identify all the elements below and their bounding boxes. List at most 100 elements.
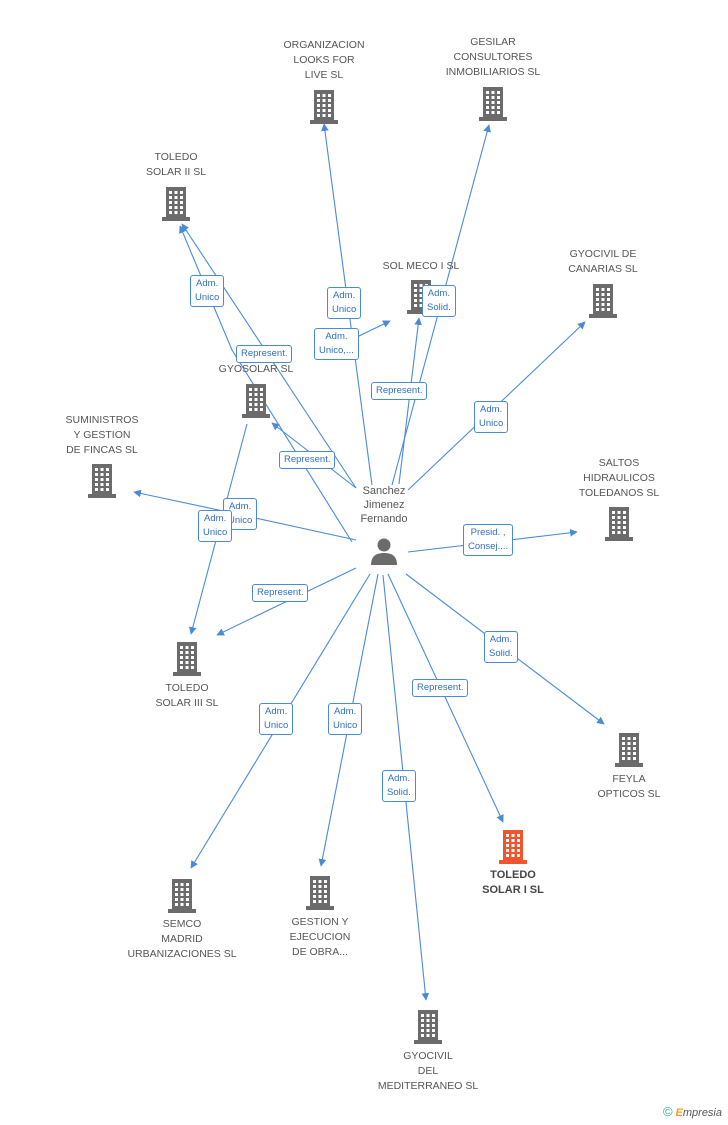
relation-label-feyla[interactable]: Adm.Solid. xyxy=(484,631,518,663)
relation-label-solmeco-adm[interactable]: Adm. Unico,... xyxy=(314,328,359,360)
company-name[interactable]: GYOSOLAR SL xyxy=(219,362,294,377)
company-name-line: GESTION Y xyxy=(291,916,349,928)
building-icon[interactable] xyxy=(85,462,119,498)
relation-label-line: Adm. xyxy=(229,501,252,512)
brand-name: mpresia xyxy=(682,1107,722,1119)
building-icon[interactable] xyxy=(496,828,530,864)
company-name-line: SUMINISTROS xyxy=(65,414,139,426)
company-name-line: CONSULTORES xyxy=(453,51,533,63)
company-name-line: FEYLA xyxy=(612,773,646,785)
company-name-line: TOLEDO xyxy=(490,869,536,881)
person-name-line: Sanchez xyxy=(362,485,406,497)
relation-label-line: Adm. xyxy=(265,706,288,717)
relation-label-line: Unico,... xyxy=(319,345,354,356)
company-name-line: URBANIZACIONES SL xyxy=(127,948,237,960)
company-name-line: LOOKS FOR xyxy=(293,54,355,66)
company-name-line: DE FINCAS SL xyxy=(66,444,138,456)
person-icon[interactable] xyxy=(367,535,401,571)
company-name-line: MEDITERRANEO SL xyxy=(377,1080,479,1092)
company-name-line: GYOSOLAR SL xyxy=(218,363,294,375)
building-icon[interactable] xyxy=(411,1008,445,1044)
relation-label-toledo3-adm[interactable]: Adm. Unico xyxy=(198,510,233,542)
relation-label-line: Adm. xyxy=(427,288,450,299)
relation-label-solmeco-rep[interactable]: Represent. xyxy=(371,382,428,400)
relation-label-line: Adm. xyxy=(480,404,503,415)
relation-label-line: Adm. xyxy=(333,290,356,301)
company-name-line: TOLEDO xyxy=(154,151,198,163)
company-name-line: HIDRAULICOS xyxy=(583,472,655,484)
relation-label-toledo3-rep[interactable]: Represent. xyxy=(252,584,309,602)
company-name[interactable]: SUMINISTROS Y GESTION DE FINCAS SL xyxy=(66,413,139,458)
building-icon[interactable] xyxy=(159,185,193,221)
relation-label-gestion[interactable]: Adm.Unico xyxy=(328,703,363,735)
relation-label-line: Represent. xyxy=(376,385,423,396)
building-icon[interactable] xyxy=(612,731,646,767)
company-name-line: OPTICOS SL xyxy=(597,788,661,800)
company-name[interactable]: GESILAR CONSULTORES INMOBILIARIOS SL xyxy=(446,35,541,80)
relation-label-toledo2-adm[interactable]: Adm.Unico xyxy=(190,275,225,307)
relation-label-org[interactable]: Adm.Unico xyxy=(327,287,362,319)
company-name-line: Y GESTION xyxy=(73,429,131,441)
relation-label-toledo1[interactable]: Represent. xyxy=(412,679,469,697)
empresia-watermark: ©Empresia xyxy=(663,1104,722,1119)
building-icon[interactable] xyxy=(602,505,636,541)
relation-label-line: Represent. xyxy=(257,587,304,598)
relation-label-line: Unico xyxy=(203,527,228,538)
company-name[interactable]: FEYLA OPTICOS SL xyxy=(597,772,660,802)
relation-label-line: Unico xyxy=(195,292,220,303)
company-name-line: DE OBRA... xyxy=(291,946,348,958)
relation-label-line: Adm. xyxy=(325,331,348,342)
relation-label-line: Unico xyxy=(333,720,358,731)
relation-label-canarias[interactable]: Adm.Unico xyxy=(474,401,509,433)
edge-to-toledo-ii xyxy=(179,225,353,543)
relation-label-gyomed[interactable]: Adm.Solid. xyxy=(382,770,416,802)
company-name[interactable]: GESTION Y EJECUCION DE OBRA... xyxy=(290,915,351,960)
relation-label-line: Adm. xyxy=(387,773,410,784)
company-name-line: TOLEDO xyxy=(165,682,209,694)
company-name-line: CANARIAS SL xyxy=(568,263,638,275)
company-name-line: SOLAR III SL xyxy=(155,697,219,709)
building-icon[interactable] xyxy=(239,382,273,418)
building-icon[interactable] xyxy=(586,282,620,318)
relation-label-line: Consej.... xyxy=(468,541,509,552)
person-name-line: Fernando xyxy=(360,513,408,525)
company-name[interactable]: SOL MECO I SL xyxy=(383,259,460,274)
company-name-line: ORGANIZACION xyxy=(283,39,365,51)
company-name-line: INMOBILIARIOS SL xyxy=(445,66,541,78)
company-name-line: SOL MECO I SL xyxy=(382,260,460,272)
company-name-line: GESILAR xyxy=(470,36,516,48)
copyright-symbol: © xyxy=(662,1104,673,1119)
edge-to-toledo-i xyxy=(387,573,504,823)
building-icon[interactable] xyxy=(165,877,199,913)
relation-label-line: Unico xyxy=(264,720,289,731)
building-icon[interactable] xyxy=(476,85,510,121)
relation-label-line: Presid. , xyxy=(470,527,506,538)
company-name-line: LIVE SL xyxy=(304,69,344,81)
company-name-line: EJECUCION xyxy=(289,931,351,943)
company-name-line: SEMCO xyxy=(162,918,202,930)
company-name[interactable]: ORGANIZACION LOOKS FOR LIVE SL xyxy=(283,38,364,83)
relation-label-line: Solid. xyxy=(427,302,451,313)
relation-label-toledo2-rep[interactable]: Represent. xyxy=(236,345,293,363)
relation-label-gyosolar[interactable]: Represent. xyxy=(279,451,336,469)
company-name[interactable]: TOLEDO SOLAR III SL xyxy=(155,681,218,711)
edge-to-sol-meco xyxy=(398,317,422,485)
building-icon[interactable] xyxy=(170,640,204,676)
relation-label-saltos[interactable]: Presid. , Consej.... xyxy=(463,524,514,556)
relation-label-gesilar[interactable]: Adm. Solid. xyxy=(422,285,456,317)
building-icon[interactable] xyxy=(303,874,337,910)
company-name-line: GYOCIVIL xyxy=(403,1050,453,1062)
relation-label-line: Represent. xyxy=(284,454,331,465)
relation-label-line: Adm. xyxy=(204,513,227,524)
company-name-line: TOLEDANOS SL xyxy=(578,487,660,499)
relation-label-semco[interactable]: Adm. Unico xyxy=(259,703,294,735)
building-icon[interactable] xyxy=(307,88,341,124)
